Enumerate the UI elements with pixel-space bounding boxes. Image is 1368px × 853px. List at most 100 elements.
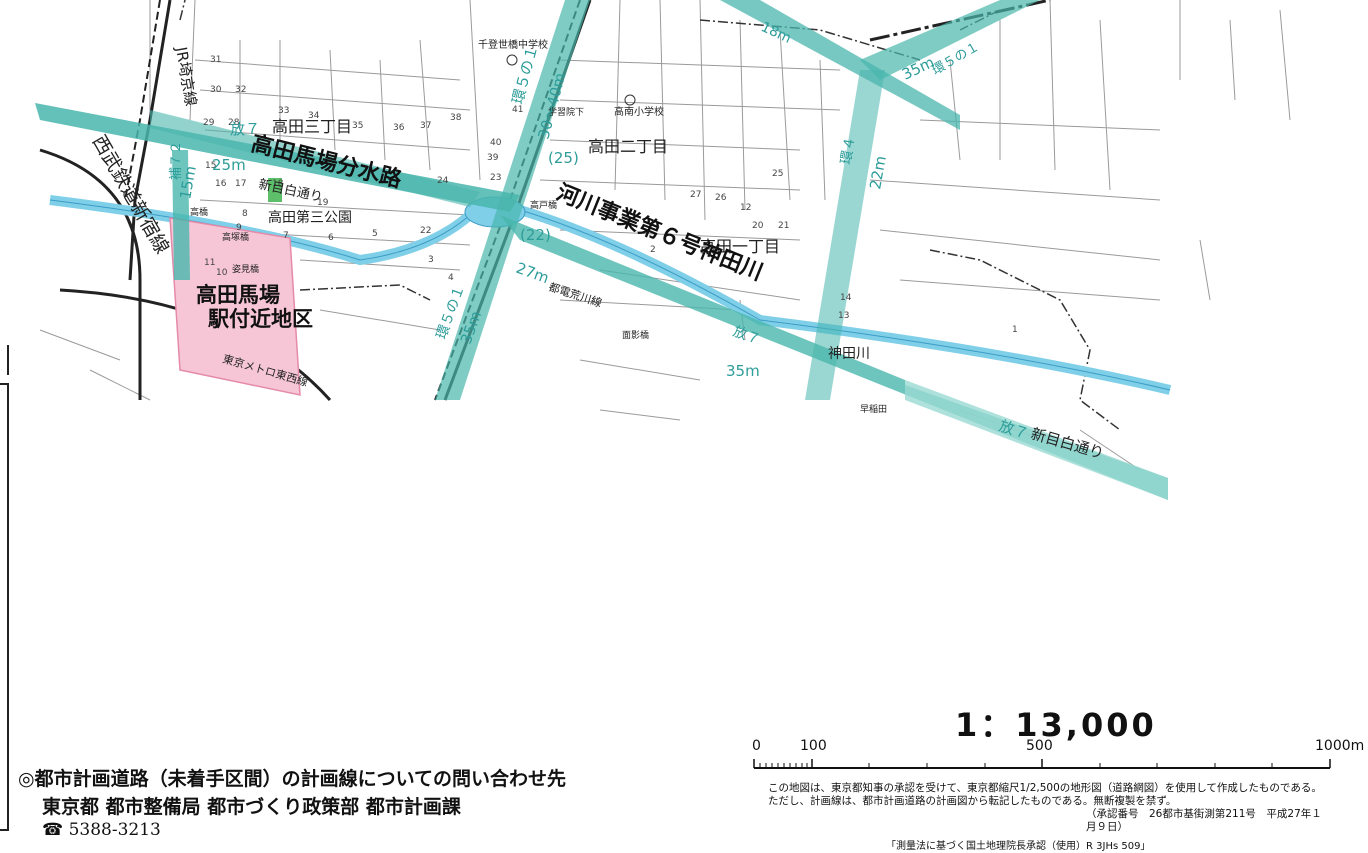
note-line: この地図は、東京都知事の承認を受けて、東京都縮尺1/2,500の地形図（道路網図… [768, 782, 1322, 794]
svg-text:9: 9 [236, 223, 242, 233]
note-line: ただし、計画線は、都市計画道路の計画図から転記したものである。無断複製を禁ず。 [768, 795, 1177, 807]
svg-text:姿見橋: 姿見橋 [232, 263, 259, 275]
scale-tick-label: 100 [800, 738, 827, 754]
planned-roads [35, 0, 1168, 500]
svg-text:11: 11 [204, 258, 215, 268]
svg-text:39: 39 [487, 153, 499, 163]
svg-text:33: 33 [278, 106, 289, 116]
svg-text:高塚橋: 高塚橋 [222, 231, 249, 243]
phone-number: 5388-3213 [68, 820, 161, 840]
svg-text:7: 7 [283, 231, 289, 241]
svg-text:環４: 環４ [838, 135, 859, 165]
school-label: 高南小学校 [614, 105, 664, 118]
block-numbers: 31 30 32 33 34 35 36 37 38 29 28 16 17 1… [203, 55, 1018, 335]
park-label: 高田第三公園 [268, 209, 352, 226]
school-icon [506, 54, 518, 66]
phone-icon: ☎ [42, 820, 64, 840]
svg-text:4: 4 [448, 273, 454, 283]
svg-text:面影橋: 面影橋 [622, 329, 649, 341]
svg-text:20: 20 [752, 221, 764, 231]
road-kan4-ne [860, 0, 1040, 80]
contact-info: ◎都市計画道路（未着手区間）の計画線についての問い合わせ先 東京都 都市整備局 … [18, 764, 566, 840]
svg-text:放７: 放７ [997, 417, 1031, 443]
svg-text:学習院下: 学習院下 [548, 106, 584, 118]
road-ho72 [172, 150, 190, 280]
scale-tick-label: 500 [1026, 738, 1053, 754]
svg-text:34: 34 [308, 111, 320, 121]
city-plan-map: 31 30 32 33 34 35 36 37 38 29 28 16 17 1… [35, 0, 1291, 500]
road-kan5-1 [435, 0, 590, 400]
scale-ratio: 1：13,000 [955, 706, 1157, 744]
svg-text:12: 12 [740, 203, 751, 213]
station-district-label: 駅付近地区 [208, 307, 313, 331]
seibu-line-label: 西武鉄道新宿線 [88, 132, 174, 258]
svg-text:24: 24 [437, 176, 449, 186]
svg-text:41: 41 [512, 105, 523, 115]
svg-text:13: 13 [838, 311, 849, 321]
svg-text:23: 23 [490, 173, 501, 183]
kandagawa-label: 神田川 [828, 346, 870, 362]
svg-text:27: 27 [690, 190, 701, 200]
road-ho7-waseda [905, 380, 1168, 500]
place-labels: 千登世橋中学校 高南小学校 学習院下 早稲田 面影橋 高戸橋 高橋 高塚橋 姿見… [190, 38, 887, 415]
svg-text:17: 17 [235, 179, 246, 189]
station-district-area [169, 217, 301, 396]
jr-line-label: JR埼京線 [172, 45, 200, 108]
svg-text:早稲田: 早稲田 [860, 403, 887, 415]
contact-department: 東京都 都市整備局 都市づくり政策部 都市計画課 [42, 796, 461, 818]
shinmejiro-label: 新目白通り [257, 176, 324, 205]
svg-text:37: 37 [420, 121, 431, 131]
contact-phone: ☎ 5388-3213 [42, 820, 566, 840]
svg-text:26: 26 [715, 193, 727, 203]
svg-text:高田二丁目: 高田二丁目 [588, 137, 668, 156]
svg-text:(22): (22) [520, 226, 551, 244]
district-labels: 高田三丁目 高田二丁目 高田一丁目 [272, 117, 780, 256]
svg-text:10: 10 [216, 268, 228, 278]
contact-heading: ◎都市計画道路（未着手区間）の計画線についての問い合わせ先 [18, 768, 567, 790]
svg-text:22: 22 [420, 226, 431, 236]
bunsuiro-channel [150, 110, 480, 207]
svg-text:35m: 35m [726, 362, 760, 380]
svg-text:高田一丁目: 高田一丁目 [700, 237, 780, 256]
frame-edge [0, 383, 9, 831]
svg-text:8: 8 [242, 209, 248, 219]
svg-text:放７: 放７ [230, 120, 260, 138]
toden-line-label: 都電荒川線 [547, 280, 604, 310]
svg-text:29: 29 [203, 118, 215, 128]
svg-text:40: 40 [490, 138, 502, 148]
svg-text:5: 5 [372, 229, 378, 239]
svg-text:31: 31 [210, 55, 221, 65]
station-district-label: 高田馬場 [196, 283, 280, 307]
svg-text:15m: 15m [176, 164, 200, 200]
svg-text:25m: 25m [212, 156, 246, 174]
svg-text:32: 32 [235, 85, 246, 95]
svg-text:(25): (25) [548, 149, 579, 167]
school-icon [624, 94, 636, 106]
svg-text:15: 15 [205, 161, 216, 171]
svg-text:6: 6 [328, 233, 334, 243]
svg-text:1: 1 [1012, 325, 1018, 335]
note-line: （承認番号 26都市基街測第211号 平成27年１月９日） [1086, 808, 1322, 833]
svg-text:2: 2 [650, 245, 656, 255]
road-kan4 [805, 70, 885, 400]
svg-text:高田三丁目: 高田三丁目 [272, 117, 352, 136]
svg-text:19: 19 [317, 198, 329, 208]
svg-text:18: 18 [272, 179, 284, 189]
street-grid [39, 0, 1291, 471]
svg-text:高戸橋: 高戸橋 [530, 199, 557, 211]
scale-bar [753, 759, 1331, 769]
note-line: 「測量法に基づく国土地理院長承認（使用）R 3JHs 509」 [886, 841, 1151, 852]
scale-tick-label: 0 [752, 738, 761, 754]
svg-text:36: 36 [393, 123, 405, 133]
svg-text:27m: 27m [514, 259, 552, 287]
school-label: 千登世橋中学校 [478, 38, 548, 51]
svg-text:14: 14 [840, 293, 852, 303]
svg-text:25: 25 [772, 169, 783, 179]
svg-text:16: 16 [215, 179, 227, 189]
map-notes: この地図は、東京都知事の承認を受けて、東京都縮尺1/2,500の地形図（道路網図… [768, 782, 1328, 853]
svg-text:28: 28 [228, 118, 240, 128]
svg-text:高橋: 高橋 [190, 206, 208, 218]
frame-tick [7, 345, 9, 375]
svg-text:30: 30 [210, 85, 222, 95]
svg-text:補７２: 補７２ [169, 141, 184, 180]
